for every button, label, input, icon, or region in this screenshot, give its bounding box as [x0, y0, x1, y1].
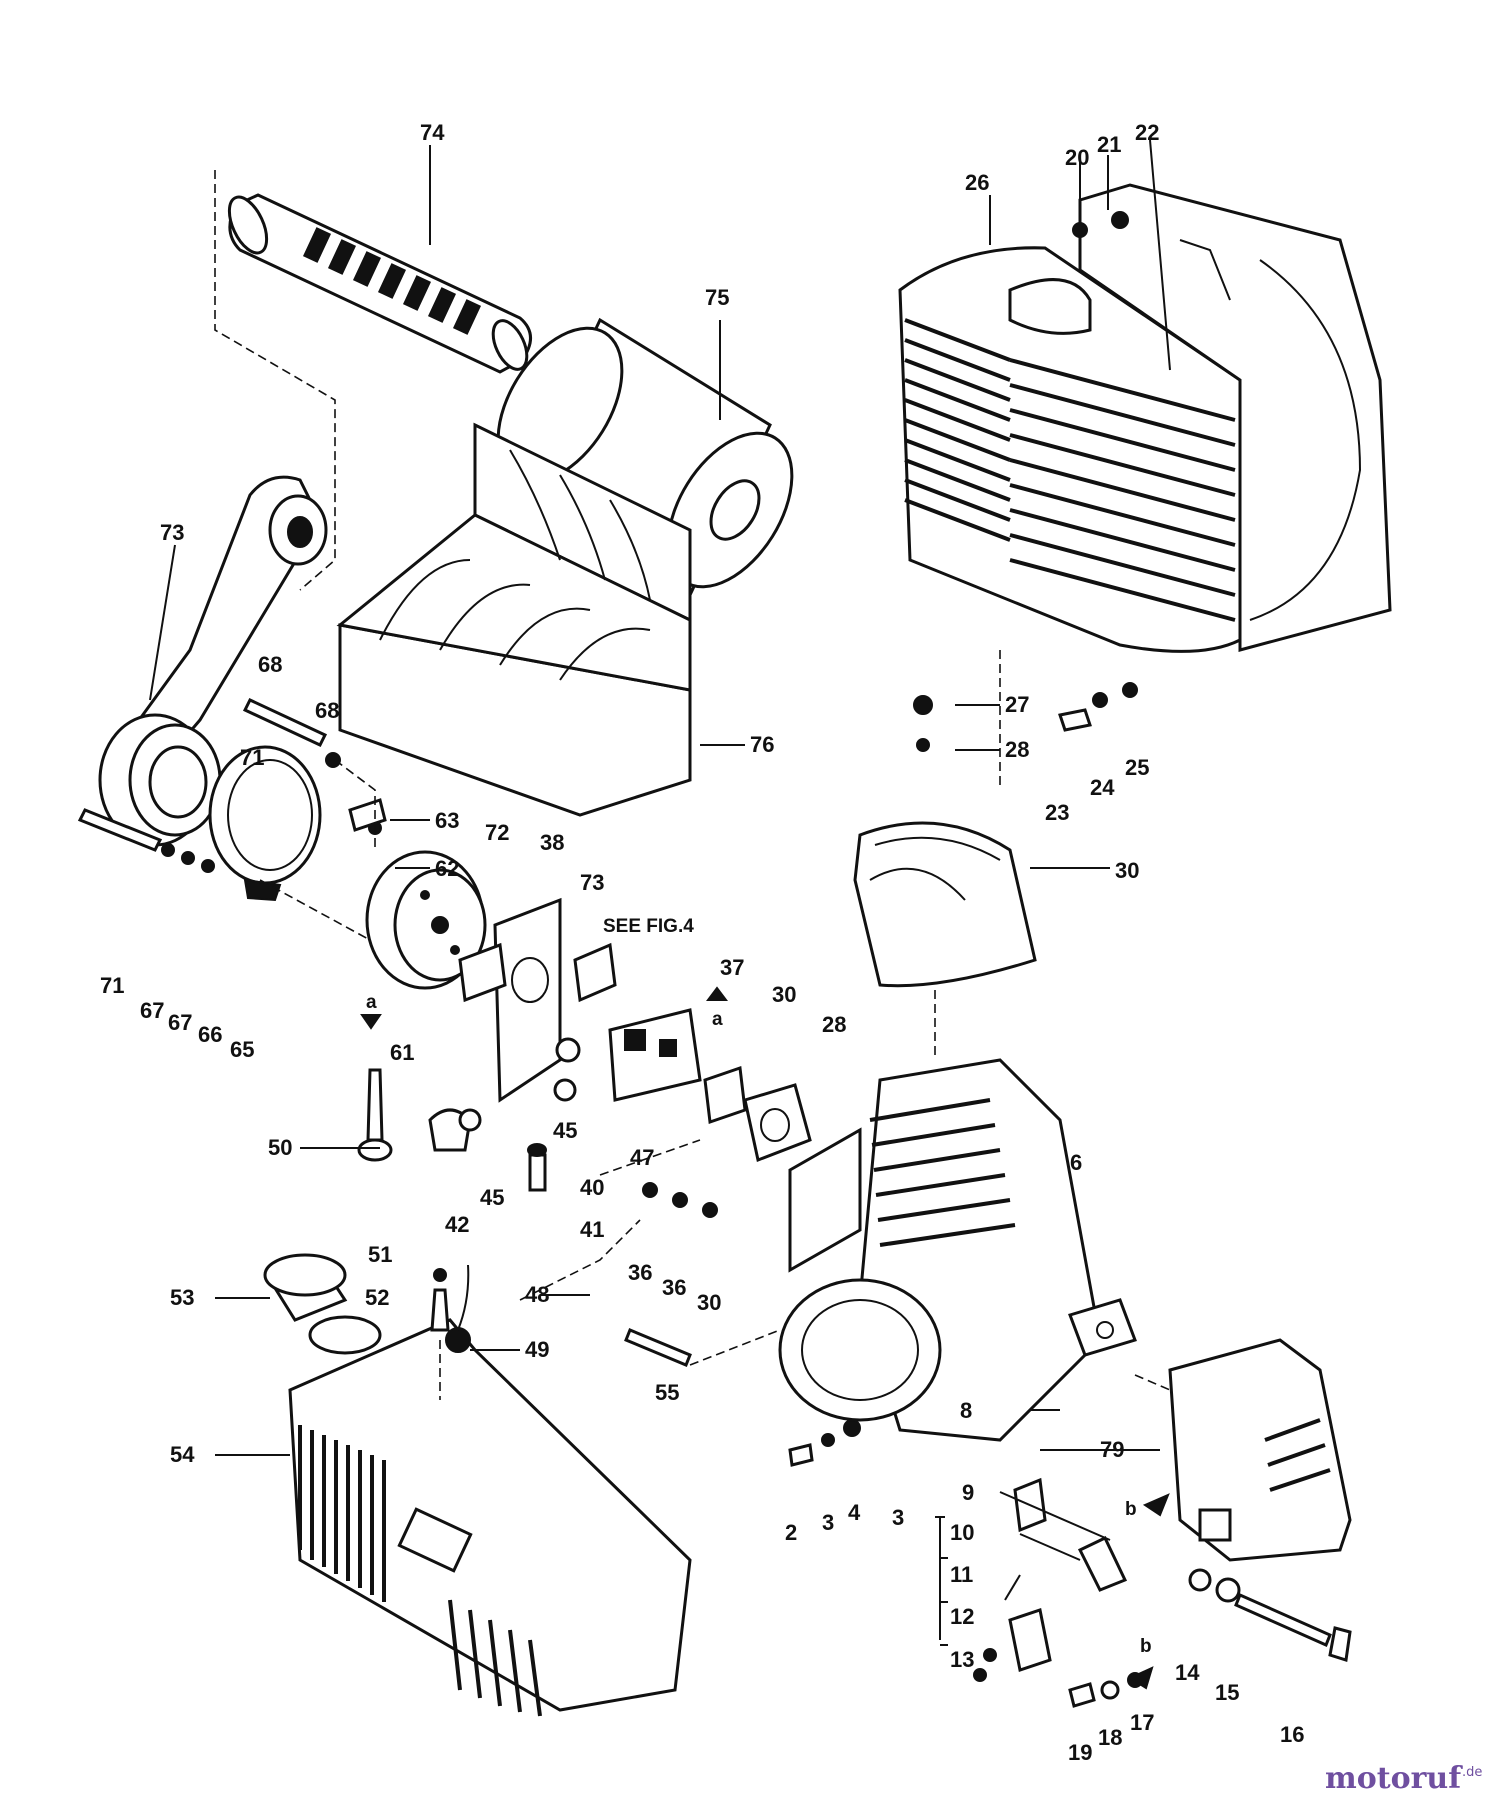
part-label-39: 36 [662, 1275, 686, 1300]
part-label-6: 6 [1070, 1150, 1082, 1175]
marker-b-lower: b [1140, 1636, 1152, 1657]
watermark: motoruf .de [1325, 1761, 1482, 1796]
part-label-64: 65 [230, 1037, 254, 1062]
part-label-4: 4 [848, 1500, 861, 1525]
part-label-47: 45 [480, 1185, 504, 1210]
part-label-79: 79 [1100, 1437, 1124, 1462]
part-label-13: 13 [950, 1647, 974, 1672]
watermark-domain: .de [1462, 1765, 1482, 1780]
part-label-61: 61 [390, 1040, 414, 1065]
dashed-assembly-lines [214, 170, 1171, 1400]
part-label-51: 49 [525, 1337, 549, 1362]
part-label-21: 21 [1097, 132, 1121, 157]
heat-shield-plate-drawing [788, 1127, 862, 1273]
engine-block-drawing [778, 1058, 1137, 1442]
part-label-19: 19 [1068, 1740, 1092, 1765]
part-label-73-left: 72 [485, 820, 509, 845]
part-label-67-top: 68 [315, 698, 339, 723]
clamp-band-drawing [208, 745, 322, 902]
part-label-42: 38 [540, 830, 564, 855]
part-label-18: 18 [1098, 1725, 1122, 1750]
marker-a-left: a [366, 992, 377, 1013]
carburetor-drawing [555, 1008, 702, 1102]
part-label-48: 45 [553, 1118, 577, 1143]
part-label-74: 74 [420, 120, 445, 145]
part-label-76: 76 [750, 732, 774, 757]
part-label-53: 51 [368, 1242, 392, 1267]
part-label-75: 75 [705, 285, 729, 310]
part-label-10: 10 [950, 1520, 974, 1545]
part-label-25: 25 [1125, 755, 1149, 780]
fuel-tank-drawing [288, 1315, 692, 1717]
part-label-26: 26 [965, 170, 989, 195]
part-label-54: 52 [365, 1285, 389, 1310]
part-label-3: 3 [822, 1510, 834, 1535]
watermark-brand: motoruf [1325, 1761, 1463, 1796]
part-label-52: 50 [268, 1135, 292, 1160]
part-label-27: 27 [1005, 692, 1029, 717]
housing-back-plate-drawing [1078, 183, 1392, 652]
marker-b-upper: b [1125, 1499, 1137, 1520]
part-label-23: 23 [1045, 800, 1069, 825]
part-label-30: 30 [1115, 858, 1139, 883]
part-label-71: 71 [240, 745, 264, 770]
part-label-57: 54 [170, 1442, 195, 1467]
part-label-28: 28 [1005, 737, 1029, 762]
part-label-68-top: 68 [258, 652, 282, 677]
cylinder-shroud-drawing [853, 821, 1037, 988]
part-label-46: 42 [445, 1212, 469, 1237]
part-label-7: 3 [892, 1505, 904, 1530]
part-label-38: 30 [697, 1290, 721, 1315]
part-label-50: 48 [525, 1282, 549, 1307]
cover-disc-drawing [365, 850, 487, 990]
part-label-72: 73 [160, 520, 184, 545]
part-label-73-right: 73 [580, 870, 604, 895]
part-label-15: 15 [1215, 1680, 1239, 1705]
part-label-8: 8 [960, 1398, 972, 1423]
see-figure-reference: SEE FIG.4 [603, 916, 694, 937]
part-label-67-bottom: 67 [140, 998, 164, 1023]
air-cleaner-box-drawing [336, 422, 692, 817]
part-label-11: 11 [950, 1562, 973, 1587]
part-label-14: 14 [1175, 1660, 1200, 1685]
part-label-17: 17 [1130, 1710, 1154, 1735]
part-label-20: 20 [1065, 145, 1089, 170]
part-label-2: 2 [785, 1520, 797, 1545]
reference-markers: a a b b [360, 986, 1170, 1690]
muffler-drawing [1168, 1338, 1352, 1562]
part-label-37: 30 [772, 982, 796, 1007]
part-label-55: 53 [170, 1285, 194, 1310]
intake-tube-drawing [227, 193, 532, 374]
part-label-59: 55 [655, 1380, 679, 1405]
part-label-9: 9 [962, 1480, 974, 1505]
part-label-41: 37 [720, 955, 744, 980]
fuel-cap-drawing [263, 1253, 348, 1322]
leader-lines [149, 139, 1171, 1646]
part-label-66: 67 [168, 1010, 192, 1035]
part-label-63: 63 [435, 808, 459, 833]
part-label-45: 41 [580, 1217, 604, 1242]
part-label-22: 22 [1135, 120, 1159, 145]
marker-a-right: a [712, 1009, 723, 1030]
part-label-36: 28 [822, 1012, 846, 1037]
part-label-44: 40 [580, 1175, 604, 1200]
part-label-16: 16 [1280, 1722, 1304, 1747]
part-label-40: 36 [628, 1260, 652, 1285]
part-label-65: 66 [198, 1022, 222, 1047]
insulator-block-drawing [703, 1065, 812, 1163]
part-label-68-bottom: 71 [100, 973, 124, 998]
part-label-24: 24 [1090, 775, 1115, 800]
part-label-12: 12 [950, 1604, 974, 1629]
part-number-labels: 74 75 26 20 21 22 73 76 27 28 23 24 25 3… [100, 120, 1304, 1765]
gasket-plate-drawing [458, 897, 617, 1103]
part-label-49: 47 [630, 1145, 654, 1170]
elbow-hose-drawing [98, 475, 328, 847]
part-label-62: 62 [435, 856, 459, 881]
